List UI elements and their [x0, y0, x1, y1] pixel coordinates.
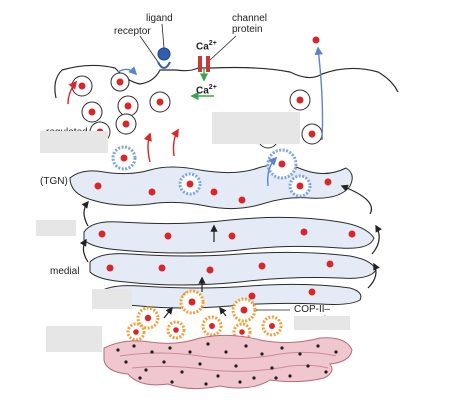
ribosomes — [116, 342, 338, 386]
tgn-label: (TGN) — [40, 176, 68, 187]
constitutive-secretion-arrow — [314, 46, 324, 141]
right-transport-arrow-2 — [371, 224, 382, 255]
tgn-budding-arrow — [266, 156, 278, 187]
channel-protein-label-line1: channel — [232, 13, 268, 24]
tgn-to-granule-arrow-2 — [170, 128, 179, 157]
receptor — [157, 61, 171, 69]
calcium-top-charge: 2+ — [208, 40, 217, 47]
label-mask-regulated — [40, 131, 108, 153]
label-mask-er — [46, 326, 102, 352]
tgn-to-granule-arrow-1 — [143, 132, 152, 163]
calcium-bottom-label: Ca2+ — [196, 82, 217, 96]
regulated-exocytosis-arrow — [67, 80, 78, 105]
regulated-release-arrow — [117, 66, 138, 76]
ligand-molecule — [157, 47, 171, 61]
cop-to-golgi-arrow-2 — [219, 306, 227, 317]
right-transport-arrow-1 — [367, 262, 380, 289]
clathrin-vesicle-cargo — [120, 154, 304, 190]
er-lumen-folds — [119, 351, 337, 372]
medial-cisterna — [89, 251, 377, 286]
ligand-pointer — [161, 23, 165, 49]
channel-protein — [198, 56, 210, 72]
regulated-label-partial: regulated — [46, 127, 88, 132]
ligand-label: ligand — [146, 13, 173, 24]
channel-protein-pointer — [209, 35, 237, 61]
calcium-bottom-charge: 2+ — [208, 84, 217, 91]
channel-protein-label-line2: protein — [232, 24, 263, 35]
calcium-top-label: Ca2+ — [196, 38, 217, 52]
left-transport-arrow-2 — [81, 200, 89, 227]
calcium-bottom-symbol: Ca — [196, 85, 209, 97]
medial-label: medial — [50, 266, 80, 277]
right-transport-arrow-3 — [340, 184, 372, 215]
cop-vesicle-cargo — [133, 298, 275, 335]
label-mask-cop-ii — [294, 316, 350, 330]
tgn-cargo — [94, 178, 332, 204]
cop-to-golgi-arrow-1 — [163, 306, 173, 319]
label-mask-trans — [36, 220, 76, 236]
secretory-vesicles — [71, 72, 171, 143]
calcium-top-symbol: Ca — [196, 41, 209, 53]
label-mask-cis — [92, 289, 132, 309]
left-cell-edge — [54, 69, 63, 99]
left-transport-arrow-1 — [79, 238, 89, 263]
cop-ii-label-line1: COP-II– — [294, 304, 331, 315]
receptor-label: receptor — [114, 26, 151, 37]
receptor-pointer — [139, 35, 159, 63]
rough-er — [103, 334, 353, 390]
label-mask-right-vesicles — [212, 112, 300, 144]
